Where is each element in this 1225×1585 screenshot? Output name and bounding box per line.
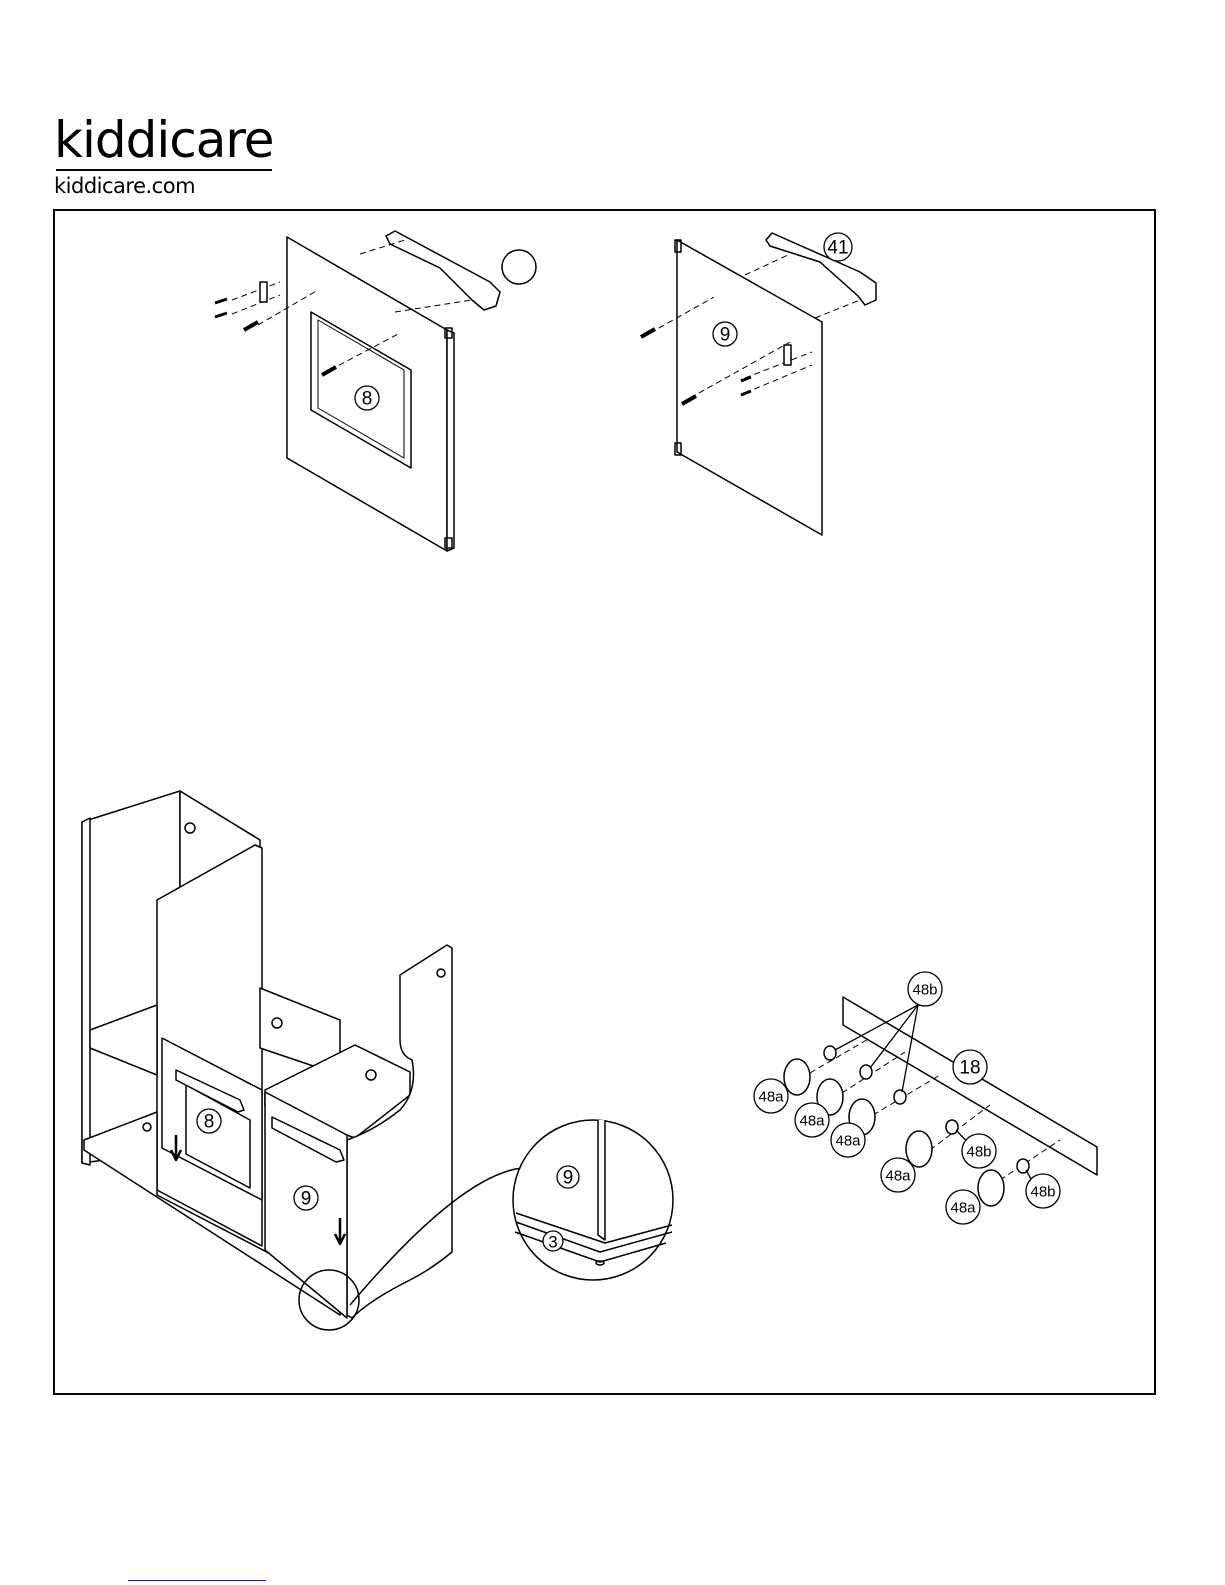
callout-circle-empty <box>502 250 536 284</box>
label-knob-48a-4: 48a <box>885 1168 911 1185</box>
door-panel-9 <box>675 240 822 535</box>
bottom-link-underline[interactable] <box>128 1580 266 1581</box>
hinge-left <box>260 282 267 302</box>
label-zoom-panel-9: 9 <box>563 1168 574 1189</box>
label-door-9: 9 <box>301 1189 312 1210</box>
label-washer-48b-top: 48b <box>912 982 937 999</box>
label-handle-41: 41 <box>827 238 848 259</box>
label-knob-48a-5: 48a <box>950 1200 976 1217</box>
label-panel-8: 8 <box>362 389 373 410</box>
label-knob-48a-3: 48a <box>835 1133 861 1150</box>
handle-8 <box>386 231 500 310</box>
label-washer-48b-bottom: 48b <box>1030 1184 1055 1201</box>
hinge-right <box>784 345 791 365</box>
label-panel-9: 9 <box>720 325 731 346</box>
label-door-8: 8 <box>204 1112 215 1133</box>
label-zoom-base-3: 3 <box>548 1233 557 1252</box>
assembled-unit <box>82 791 452 1318</box>
label-rail-18: 18 <box>959 1058 980 1079</box>
label-knob-48a-2: 48a <box>799 1113 825 1130</box>
label-knob-48a-1: 48a <box>758 1089 784 1106</box>
label-washer-48b-mid: 48b <box>966 1144 991 1161</box>
handle-41 <box>766 233 876 305</box>
